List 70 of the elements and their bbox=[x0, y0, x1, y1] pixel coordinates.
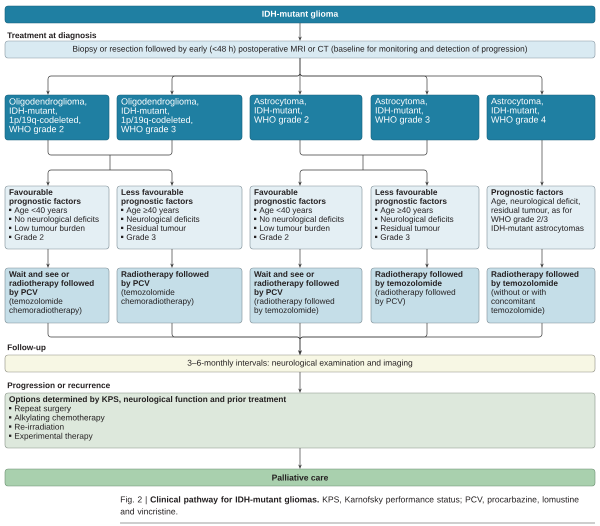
box-heading: Prognostic factors bbox=[492, 189, 564, 197]
list-item: Grade 2 bbox=[260, 234, 289, 240]
box-note: Age, neurological deficit, residual tumour, as for WHO grade 2/3 IDH-mutant astrocytomas bbox=[491, 198, 584, 233]
box-heading: Options determined by KPS, neurological function and prior treatment bbox=[9, 396, 286, 404]
diagnosis-box bbox=[116, 94, 242, 140]
diagnosis-box bbox=[4, 94, 110, 140]
box-heading: Less favourable prognostic factors bbox=[376, 189, 447, 206]
treatment-box bbox=[486, 268, 596, 324]
treatment-box bbox=[370, 268, 480, 324]
box-note: (radiotherapy followed by PCV) bbox=[376, 289, 456, 306]
box-heading: Radiotherapy followed by temozolomide bbox=[376, 271, 462, 288]
list-item: Age <40 years bbox=[259, 207, 312, 215]
treatment-box bbox=[116, 268, 242, 324]
factors-box bbox=[116, 186, 242, 250]
list-item: Low tumour burden bbox=[14, 225, 84, 232]
process-box bbox=[4, 468, 596, 486]
diagnosis-box bbox=[250, 94, 362, 140]
factors-box bbox=[250, 186, 362, 250]
list-item: Grade 3 bbox=[126, 234, 156, 240]
box-title: Palliative care bbox=[272, 474, 328, 481]
header-bar bbox=[4, 6, 596, 24]
box-heading: Radiotherapy followed by PCV bbox=[122, 271, 208, 288]
section-heading: Follow-up bbox=[8, 344, 46, 352]
list-item: Experimental therapy bbox=[14, 432, 93, 441]
list-item: Grade 2 bbox=[14, 234, 44, 240]
box-title: Astrocytoma, IDH-mutant, WHO grade 3 bbox=[375, 98, 430, 124]
box-title: 3–6-monthly intervals: neurological examination and imaging bbox=[188, 360, 412, 368]
box-title: Oligodendroglioma, IDH-mutant, 1p/19q-codeleted, WHO grade 2 bbox=[9, 98, 86, 134]
list-item: No neurological deficits bbox=[14, 216, 99, 224]
box-note: (temozolomide chemoradiotherapy) bbox=[9, 298, 82, 315]
box-heading: Favourable prognostic factors bbox=[254, 189, 326, 206]
list-item: Age ≥40 years bbox=[126, 207, 179, 215]
list-item: Repeat surgery bbox=[14, 406, 71, 413]
figure-caption: Fig. 2 | Clinical pathway for IDH-mutant gliomas. KPS, Karnofsky performance status; PCV, procarbazine, lomustine and vincristine. bbox=[120, 496, 579, 514]
box-heading: Radiotherapy followed by temozolomide bbox=[492, 271, 578, 288]
factors-box bbox=[370, 186, 480, 250]
list-item: Residual tumour bbox=[380, 225, 440, 232]
box-note: (without or with concomitant temozolomide) bbox=[491, 289, 546, 315]
list-item: Neurological deficits bbox=[126, 216, 200, 224]
factors-box bbox=[4, 186, 110, 250]
options-box bbox=[4, 392, 596, 448]
list-item: Age <40 years bbox=[14, 207, 68, 215]
box-heading: Wait and see or radiotherapy followed by PCV bbox=[254, 271, 339, 297]
box-title: Astrocytoma, IDH-mutant, WHO grade 4 bbox=[491, 98, 546, 124]
box-note: (temozolomide chemoradiotherapy) bbox=[121, 289, 194, 306]
process-box bbox=[4, 40, 596, 58]
list-item: Re-irradiation bbox=[14, 424, 64, 430]
diagnosis-box bbox=[486, 94, 596, 140]
box-title: Biopsy or resection followed by early (<48 h) postoperative MRI or CT (baseline for monitoring and detection of progression) bbox=[73, 46, 527, 54]
box-title: IDH-mutant glioma bbox=[262, 10, 338, 19]
diagnosis-box bbox=[370, 94, 480, 140]
box-note: (radiotherapy followed by temozolomide) bbox=[254, 298, 334, 315]
box-title: Oligodendroglioma, IDH-mutant, 1p/19q-codeleted, WHO grade 3 bbox=[121, 98, 198, 134]
list-item: Alkylating chemotherapy bbox=[14, 414, 105, 422]
factors-box bbox=[486, 186, 596, 250]
list-item: Grade 3 bbox=[380, 234, 410, 240]
list-item: Low tumour burden bbox=[260, 225, 330, 232]
box-title: Astrocytoma, IDH-mutant, WHO grade 2 bbox=[254, 98, 309, 124]
list-item: Age ≥40 years bbox=[380, 207, 433, 215]
section-heading: Treatment at diagnosis bbox=[7, 32, 96, 40]
list-item: No neurological deficits bbox=[260, 216, 344, 224]
treatment-box bbox=[250, 268, 362, 324]
box-heading: Less favourable prognostic factors bbox=[122, 189, 193, 206]
process-box bbox=[4, 354, 596, 372]
section-heading: Progression or recurrence bbox=[8, 382, 110, 390]
treatment-box bbox=[4, 268, 110, 324]
box-heading: Wait and see or radiotherapy followed by PCV bbox=[9, 271, 94, 297]
list-item: Neurological deficits bbox=[380, 216, 454, 224]
list-item: Residual tumour bbox=[126, 225, 186, 232]
box-heading: Favourable prognostic factors bbox=[10, 189, 81, 206]
